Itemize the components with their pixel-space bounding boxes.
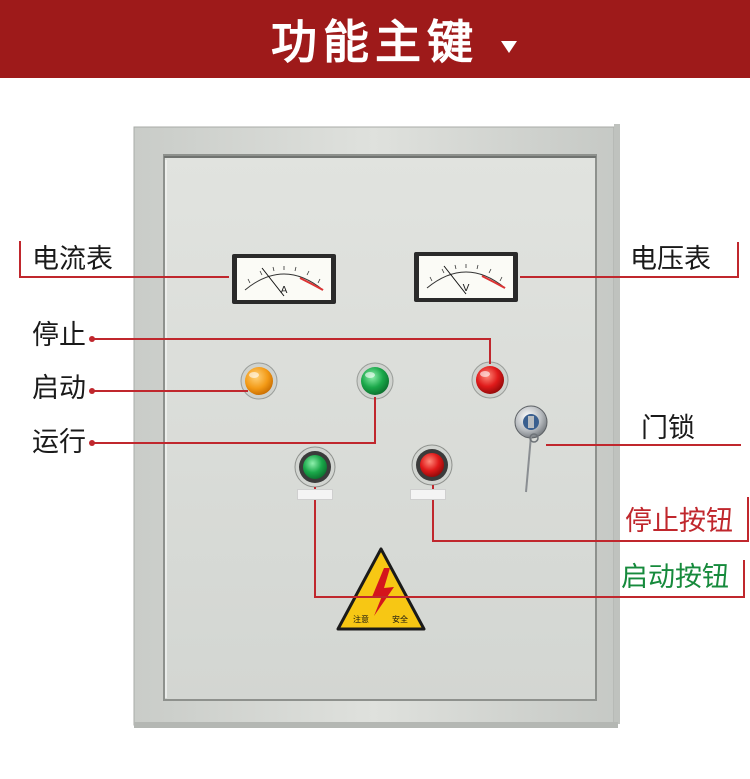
warning-sign [336, 547, 426, 631]
run-callout: 运行 [32, 427, 86, 458]
callout-lines [19, 241, 749, 598]
ammeter-callout: 电流表 [32, 244, 113, 275]
stop-button-callout: 停止按钮 [625, 506, 733, 537]
ammeter [232, 254, 336, 304]
warning-text-right: 安全 [392, 614, 408, 624]
start-indicator-lamp [240, 362, 278, 400]
door-lock [514, 405, 548, 493]
warning-text-left: 注意 [353, 614, 369, 624]
start-button-tag [297, 489, 333, 500]
ammeter-unit: A [281, 285, 288, 296]
voltmeter [414, 252, 518, 302]
voltmeter-unit: V [463, 283, 470, 294]
stop-push-button [411, 444, 453, 486]
stop-button-tag [410, 489, 446, 500]
run-indicator-lamp [356, 362, 394, 400]
voltmeter-callout: 电压表 [630, 244, 711, 275]
page-title: 功能主键 [271, 15, 479, 69]
header-banner: 功能主键 [0, 0, 750, 78]
stop-callout: 停止 [32, 320, 86, 351]
callout-dots [89, 336, 95, 446]
lightning-icon [372, 568, 394, 616]
start-callout: 启动 [32, 373, 86, 404]
door-lock-callout: 门锁 [641, 413, 695, 444]
start-push-button [294, 446, 336, 488]
down-arrow-icon [501, 41, 517, 53]
start-button-callout: 启动按钮 [621, 562, 729, 593]
stop-indicator-lamp [471, 361, 509, 399]
